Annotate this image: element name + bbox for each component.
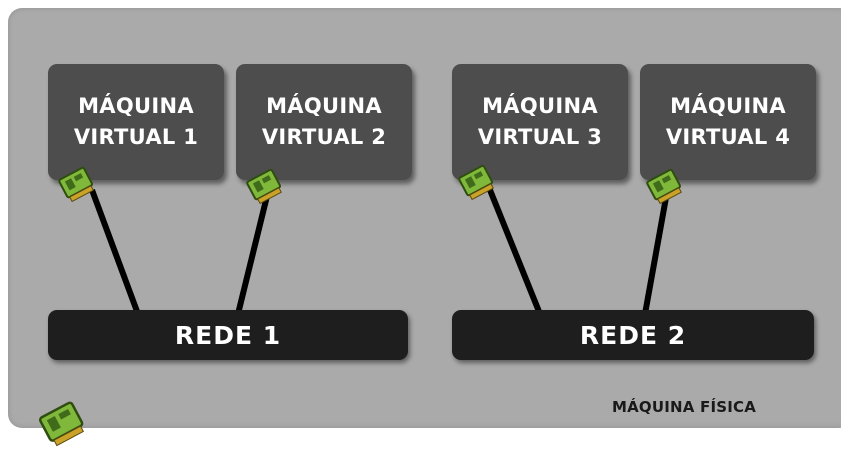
virtual-machine-4-label: MÁQUINA VIRTUAL 4 (665, 94, 791, 149)
network-card-icon (58, 166, 94, 202)
physical-machine-label: MÁQUINA FÍSICA (612, 398, 757, 416)
network-card-icon (458, 164, 494, 200)
link-vm2-rede1 (235, 191, 271, 315)
virtual-machine-1-label: MÁQUINA VIRTUAL 1 (73, 94, 199, 149)
virtual-machine-4: MÁQUINA VIRTUAL 4 (640, 64, 816, 180)
virtual-machine-2: MÁQUINA VIRTUAL 2 (236, 64, 412, 180)
network-rede-1: REDE 1 (48, 310, 408, 360)
link-vm3-rede2 (487, 188, 543, 316)
virtual-machine-3-label: MÁQUINA VIRTUAL 3 (477, 94, 603, 149)
virtual-machine-2-label: MÁQUINA VIRTUAL 2 (261, 94, 387, 149)
network-card-icon (38, 401, 85, 447)
link-vm4-rede2 (642, 191, 670, 315)
network-rede-2: REDE 2 (452, 310, 814, 360)
network-rede-1-label: REDE 1 (174, 320, 282, 350)
virtual-machine-1: MÁQUINA VIRTUAL 1 (48, 64, 224, 180)
network-card-icon (246, 168, 282, 204)
network-card-icon (646, 168, 682, 204)
link-vm1-rede1 (89, 188, 141, 316)
virtual-machine-3: MÁQUINA VIRTUAL 3 (452, 64, 628, 180)
network-rede-2-label: REDE 2 (579, 320, 687, 350)
